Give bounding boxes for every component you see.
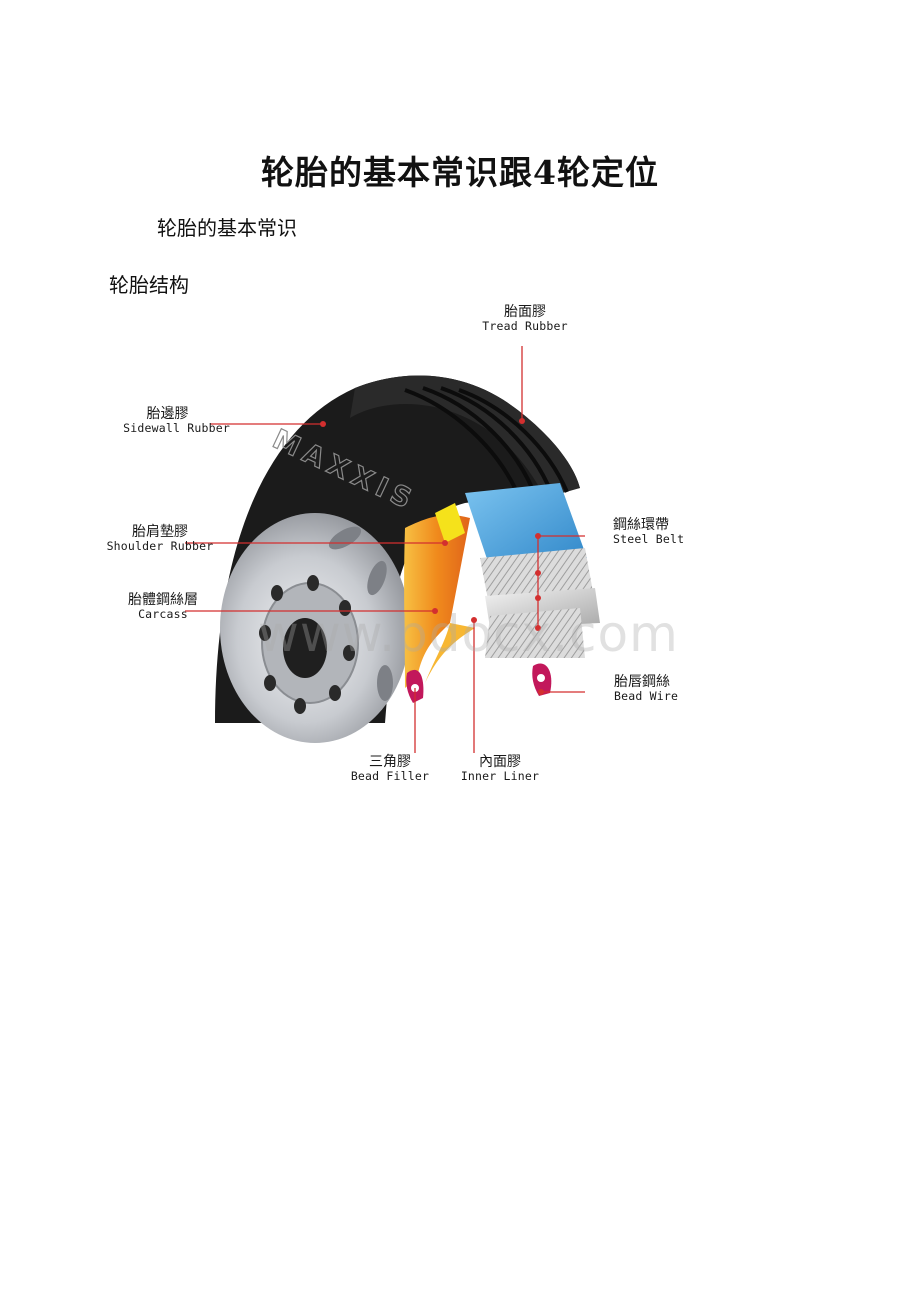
label-steel-belt-zh: 鋼絲環帶 [613, 517, 669, 533]
label-tread-rubber-en: Tread Rubber [482, 319, 568, 334]
label-bead-wire-en: Bead Wire [614, 689, 679, 704]
label-steel-belt: 鋼絲環帶 Steel Belt [613, 517, 695, 546]
hub-center-hole [283, 618, 327, 678]
carcass-layer [404, 515, 470, 688]
label-carcass: 胎體鋼絲層 Carcass [115, 592, 211, 621]
label-inner-liner-en: Inner Liner [460, 769, 540, 784]
label-shoulder-rubber: 胎肩墊膠 Shoulder Rubber [105, 524, 215, 553]
label-inner-liner-zh: 內面膠 [479, 754, 521, 770]
label-carcass-en: Carcass [138, 607, 188, 622]
label-shoulder-rubber-zh: 胎肩墊膠 [132, 524, 188, 540]
steel-belt-layer-4 [485, 608, 585, 658]
inner-liner-layer [425, 623, 475, 683]
label-tread-rubber: 胎面膠 Tread Rubber [475, 304, 575, 333]
label-tread-rubber-zh: 胎面膠 [504, 304, 546, 320]
rim-vent-holes [328, 526, 393, 701]
label-sidewall-rubber-en: Sidewall Rubber [123, 421, 230, 436]
leader-lines [185, 346, 585, 753]
tire-structure-figure: MAXXIS [105, 298, 695, 798]
label-sidewall-rubber: 胎邊膠 Sidewall Rubber [105, 406, 230, 435]
steel-belt-blue [465, 483, 587, 568]
shoulder-rubber-layer [435, 503, 465, 543]
label-carcass-zh: 胎體鋼絲層 [128, 592, 198, 608]
tire-diagram: MAXXIS [185, 346, 600, 753]
label-bead-filler-zh: 三角膠 [369, 754, 411, 770]
label-steel-belt-en: Steel Belt [613, 532, 685, 547]
label-bead-wire: 胎唇鋼絲 Bead Wire [614, 674, 694, 703]
lug-nut-holes [259, 575, 355, 714]
watermark: www.bdocx.com [258, 605, 679, 663]
section-heading: 轮胎结构 [109, 273, 189, 297]
label-inner-liner: 內面膠 Inner Liner [455, 754, 545, 783]
document-title: 轮胎的基本常识跟4轮定位 [261, 153, 659, 192]
label-shoulder-rubber-en: Shoulder Rubber [106, 539, 214, 554]
label-sidewall-rubber-zh: 胎邊膠 [146, 406, 189, 422]
document-subtitle: 轮胎的基本常识 [157, 216, 297, 240]
label-bead-wire-zh: 胎唇鋼絲 [614, 674, 670, 690]
label-bead-filler-en: Bead Filler [350, 769, 430, 784]
label-bead-filler: 三角膠 Bead Filler [345, 754, 435, 783]
leader-dots [320, 418, 544, 695]
